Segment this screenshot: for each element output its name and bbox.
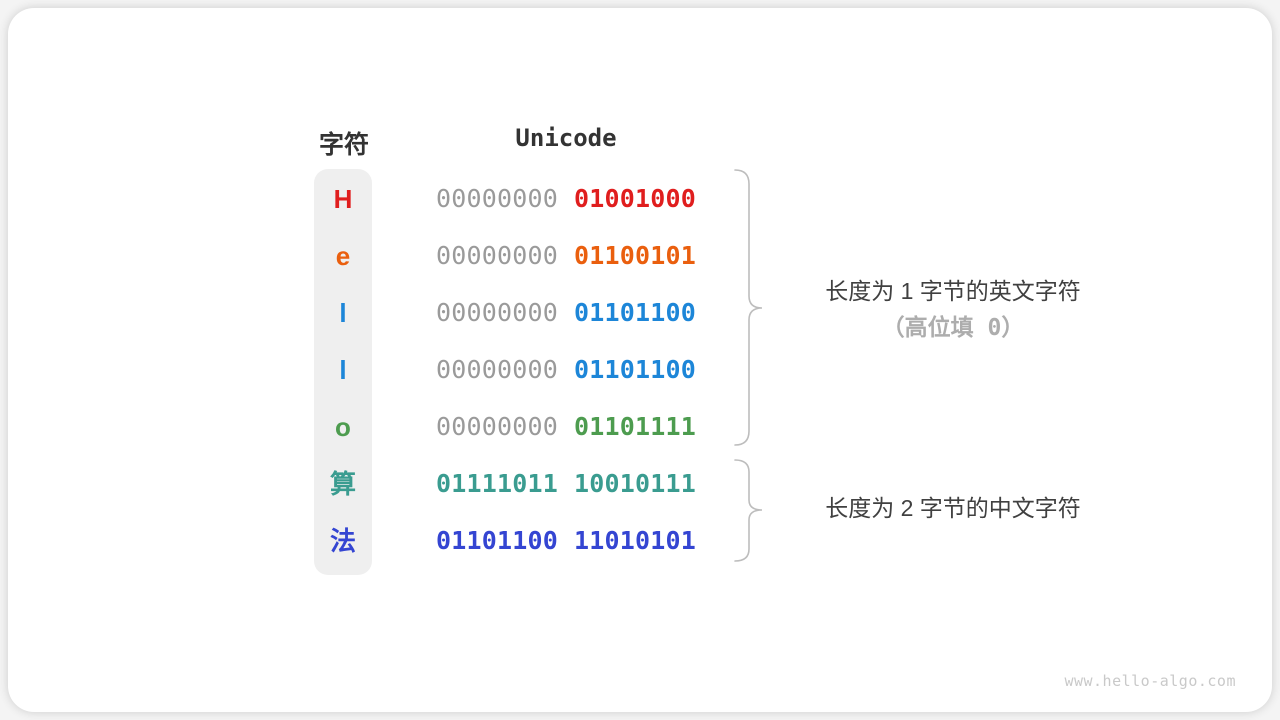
unicode-bits: 00000000 01101111 (436, 398, 696, 455)
unicode-byte-low: 01101100 (574, 298, 697, 327)
unicode-bits: 00000000 01101100 (436, 284, 696, 341)
unicode-byte-low: 01101100 (574, 355, 697, 384)
annotation-subtext: （高位填 0） (881, 315, 1025, 341)
table-row: l 00000000 01101100 (8, 341, 1280, 398)
character-cell: o (335, 411, 351, 442)
character-cell: 法 (329, 525, 356, 556)
unicode-bits: 01101100 11010101 (436, 512, 696, 569)
table-row: o 00000000 01101111 (8, 398, 1280, 455)
table-row: l 00000000 01101100 (8, 284, 1280, 341)
unicode-byte-low: 01001000 (574, 184, 697, 213)
unicode-bits: 00000000 01100101 (436, 227, 696, 284)
annotation-text: 长度为 2 字节的中文字符 (825, 495, 1081, 521)
unicode-byte-high: 00000000 (436, 412, 559, 441)
unicode-byte-high: 00000000 (436, 298, 559, 327)
unicode-bits: 01111011 10010111 (436, 455, 696, 512)
unicode-bits: 00000000 01101100 (436, 341, 696, 398)
column-header-character: 字符 (318, 131, 369, 159)
character-cell: l (339, 297, 347, 328)
unicode-bits: 00000000 01001000 (436, 170, 696, 227)
character-cell: e (335, 240, 351, 271)
unicode-byte-low: 10010111 (574, 469, 697, 498)
character-cell: 算 (329, 468, 356, 499)
unicode-byte-high: 00000000 (436, 241, 559, 270)
english-group-brace-icon (734, 169, 763, 446)
table-row: H 00000000 01001000 (8, 170, 1280, 227)
chinese-group-brace-icon (734, 459, 763, 562)
character-column-background (314, 169, 372, 575)
table-row: 法 01101100 11010101 (8, 512, 1280, 569)
brace-path (734, 169, 763, 446)
table-row: 算 01111011 10010111 (8, 455, 1280, 512)
chinese-group-annotation: 长度为 2 字节的中文字符 (788, 492, 1118, 524)
encoding-table: H 00000000 01001000 e 00000000 01100101 l … (8, 170, 1280, 569)
column-header-unicode: Unicode (515, 124, 617, 152)
figure-card: 字符 Unicode H 00000000 01001000 e 00000000… (8, 8, 1272, 712)
unicode-byte-low: 01101111 (574, 412, 697, 441)
watermark: www.hello-algo.com (1064, 672, 1236, 690)
annotation-text: 长度为 1 字节的英文字符 (825, 278, 1081, 304)
unicode-byte-high: 00000000 (436, 184, 559, 213)
unicode-byte-high: 00000000 (436, 355, 559, 384)
english-group-annotation: 长度为 1 字节的英文字符 （高位填 0） (788, 274, 1118, 348)
brace-path (734, 459, 763, 562)
table-row: e 00000000 01100101 (8, 227, 1280, 284)
character-cell: l (339, 354, 347, 385)
unicode-byte-low: 01100101 (574, 241, 697, 270)
character-cell: H (333, 183, 353, 214)
unicode-byte-high: 01101100 (436, 526, 559, 555)
unicode-byte-high: 01111011 (436, 469, 559, 498)
unicode-byte-low: 11010101 (574, 526, 697, 555)
